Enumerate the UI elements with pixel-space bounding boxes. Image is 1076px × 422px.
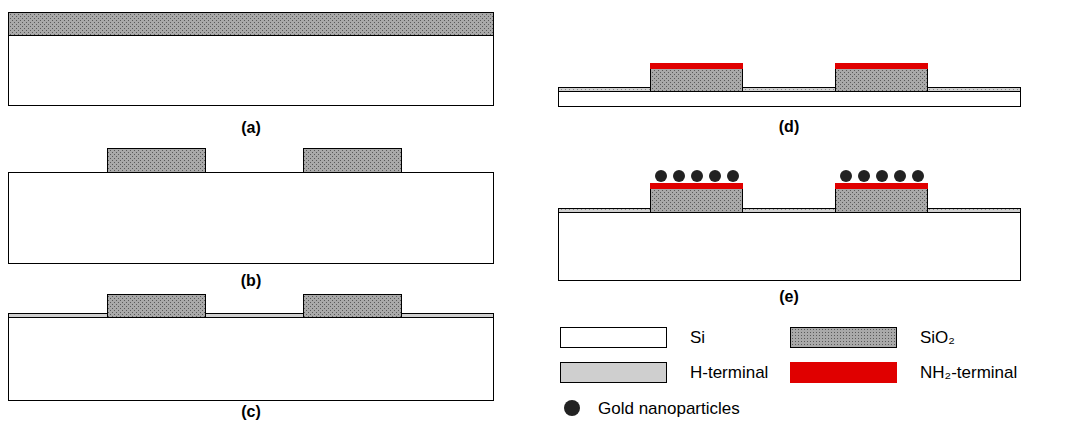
gold-nanoparticle [691, 170, 703, 182]
legend-swatch [790, 362, 897, 383]
gold-nanoparticle [894, 170, 906, 182]
legend-particle [564, 400, 580, 416]
legend-text: H-terminal [690, 363, 768, 383]
legend-swatch [560, 362, 667, 383]
panel-label: (c) [241, 403, 261, 421]
panel-label: (b) [241, 272, 261, 290]
panel-label: (a) [241, 119, 261, 137]
legend-swatch [560, 327, 667, 348]
gold-nanoparticle [912, 170, 924, 182]
gold-nanoparticle [673, 170, 685, 182]
panel-label: (e) [779, 288, 799, 306]
legend-text: SiO₂ [920, 328, 955, 348]
gold-nanoparticle [727, 170, 739, 182]
gold-nanoparticle [858, 170, 870, 182]
legend-text: NH₂-terminal [920, 363, 1017, 383]
panel-label: (d) [779, 118, 799, 136]
legend-text: Gold nanoparticles [598, 399, 740, 419]
gold-nanoparticle [655, 170, 667, 182]
gold-nanoparticle [709, 170, 721, 182]
legend-swatch [790, 327, 897, 348]
legend-text: Si [690, 328, 705, 348]
gold-nanoparticle [876, 170, 888, 182]
gold-nanoparticle [840, 170, 852, 182]
